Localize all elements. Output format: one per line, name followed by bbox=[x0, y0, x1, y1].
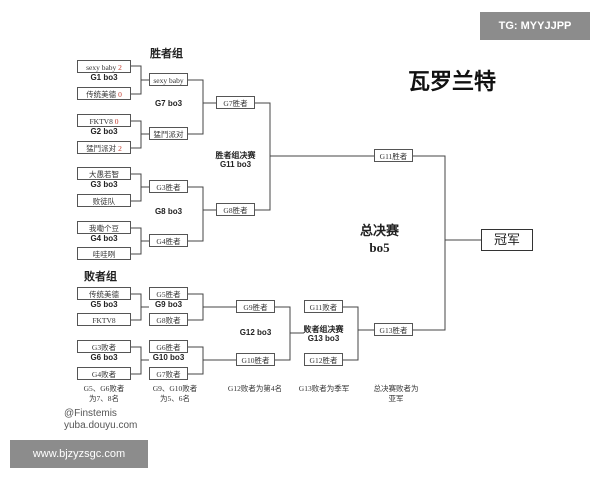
team-box: G11胜者 bbox=[374, 149, 413, 162]
team-box: 我嘞个豆 bbox=[77, 221, 131, 234]
team-box: sexy baby bbox=[149, 73, 188, 86]
team-score: 2 bbox=[118, 63, 122, 72]
grand-final-label: 总决赛 bo5 bbox=[360, 222, 399, 256]
team-box: G4胜者 bbox=[149, 234, 188, 247]
grand-final-format: bo5 bbox=[369, 240, 390, 255]
team-name: 我嘞个豆 bbox=[89, 224, 119, 233]
team-box: 猛鬥派对 bbox=[149, 127, 188, 140]
team-box: G10胜者 bbox=[236, 353, 275, 366]
team-box: G7胜者 bbox=[216, 96, 255, 109]
placement-note: 总决赛败者为亚军 bbox=[373, 384, 419, 403]
match-label: G10 bo3 bbox=[152, 353, 185, 362]
match-label: G3 bo3 bbox=[90, 180, 118, 189]
placement-note: G13败者为季军 bbox=[298, 384, 350, 393]
team-name: 猛鬥派对 bbox=[86, 144, 117, 153]
team-box: 传统美德 bbox=[77, 287, 131, 300]
losers-bracket-header: 败者组 bbox=[84, 271, 117, 283]
team-box: G11败者 bbox=[304, 300, 343, 313]
team-box: 哇哇咧 bbox=[77, 247, 131, 260]
team-box: 败徒队 bbox=[77, 194, 131, 207]
watermark-bottom: www.bjzyzsgc.com bbox=[10, 440, 148, 468]
winners-bracket-header: 胜者组 bbox=[150, 48, 183, 60]
team-box: FKTV8 0 bbox=[77, 114, 131, 127]
team-box: G4败者 bbox=[77, 367, 131, 380]
team-box: G6胜者 bbox=[149, 340, 188, 353]
team-box: G3胜者 bbox=[149, 180, 188, 193]
team-score: 2 bbox=[118, 144, 122, 153]
team-box: 大愚若智 bbox=[77, 167, 131, 180]
match-label: G2 bo3 bbox=[90, 127, 118, 136]
team-name: sexy baby bbox=[86, 63, 117, 72]
team-box: G9胜者 bbox=[236, 300, 275, 313]
champion-box: 冠军 bbox=[481, 229, 533, 251]
placement-note: G12败者为第4名 bbox=[227, 384, 283, 393]
team-box: G8胜者 bbox=[216, 203, 255, 216]
watermark-top: TG: MYYJJPP bbox=[480, 12, 590, 40]
team-box: G7败者 bbox=[149, 367, 188, 380]
match-label: G8 bo3 bbox=[154, 207, 183, 216]
team-box: G5胜者 bbox=[149, 287, 188, 300]
match-label: G9 bo3 bbox=[154, 300, 183, 309]
team-name: FKTV8 bbox=[89, 117, 113, 126]
credit-site: yuba.douyu.com bbox=[64, 420, 138, 431]
winners-final-label: 胜者组决赛 bbox=[215, 151, 256, 160]
placement-note: G5、G6败者为7、8名 bbox=[83, 384, 125, 403]
game-title: 瓦罗兰特 bbox=[408, 69, 497, 94]
team-box: G3败者 bbox=[77, 340, 131, 353]
team-box: G8败者 bbox=[149, 313, 188, 326]
team-box: 传统美德 0 bbox=[77, 87, 131, 100]
team-box: sexy baby 2 bbox=[77, 60, 131, 73]
match-label: G5 bo3 bbox=[90, 300, 118, 309]
team-box: 猛鬥派对 2 bbox=[77, 141, 131, 154]
team-box: G12胜者 bbox=[304, 353, 343, 366]
match-label: G12 bo3 bbox=[239, 328, 272, 337]
team-box: FKTV8 bbox=[77, 313, 131, 326]
losers-final-label: 败者组决赛 bbox=[303, 325, 344, 334]
match-label: G4 bo3 bbox=[90, 234, 118, 243]
team-score: 0 bbox=[118, 90, 122, 99]
team-box: G13胜者 bbox=[374, 323, 413, 336]
placement-note: G9、G10败者为5、6名 bbox=[152, 384, 198, 403]
match-label: G6 bo3 bbox=[90, 353, 118, 362]
team-score: 0 bbox=[114, 117, 119, 126]
credit: @Finstemis yuba.douyu.com bbox=[64, 408, 137, 432]
grand-final-title: 总决赛 bbox=[360, 223, 400, 238]
match-label: G11 bo3 bbox=[219, 160, 252, 169]
team-name: 哇哇咧 bbox=[92, 250, 116, 259]
match-label: G7 bo3 bbox=[154, 99, 183, 108]
match-label: G1 bo3 bbox=[90, 73, 118, 82]
team-name: 传统美德 bbox=[86, 90, 117, 99]
credit-handle: @Finstemis bbox=[64, 408, 117, 419]
match-label: G13 bo3 bbox=[307, 334, 340, 343]
team-name: 败徒队 bbox=[92, 197, 116, 206]
team-name: 大愚若智 bbox=[89, 170, 119, 179]
